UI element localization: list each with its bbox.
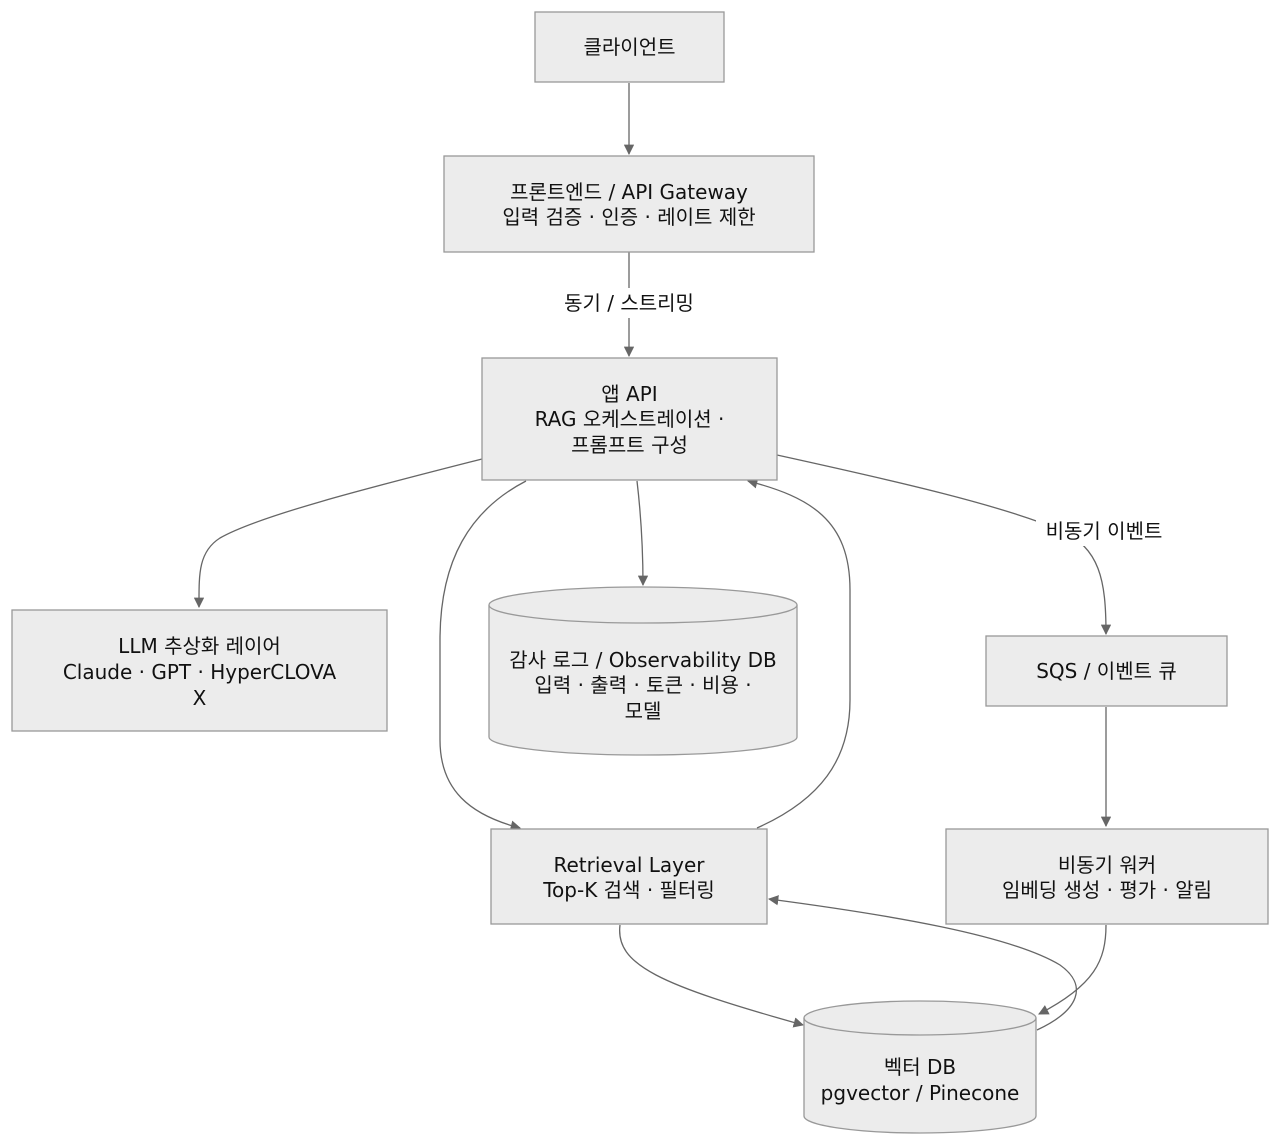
node-retrieval-line-1: Top-K 검색 · 필터링	[542, 878, 715, 902]
node-llm: LLM 추상화 레이어 Claude · GPT · HyperCLOVA X	[11, 609, 388, 732]
node-vector-db-cylinder-top	[803, 1000, 1037, 1036]
edge-label-async: 비동기 이벤트	[1036, 516, 1172, 546]
node-app-api-line-0: 앱 API	[601, 382, 657, 406]
edge-worker-vector-db	[1038, 924, 1107, 1015]
node-vector-db: 벡터 DB pgvector / Pinecone	[803, 1000, 1037, 1134]
node-vector-db-line-0: 벡터 DB	[884, 1055, 956, 1079]
edge-label-async-text: 비동기 이벤트	[1046, 519, 1163, 543]
node-worker: 비동기 워커 임베딩 생성 · 평가 · 알림	[945, 828, 1269, 925]
node-frontend: 프론트엔드 / API Gateway 입력 검증 · 인증 · 레이트 제한	[443, 155, 815, 253]
edges	[193, 83, 1112, 1031]
edge-retrieval-vector-db	[619, 924, 805, 1028]
node-audit-db-line-1: 입력 · 출력 · 토큰 · 비용 ·	[534, 673, 751, 697]
node-app-api: 앱 API RAG 오케스트레이션 · 프롬프트 구성	[481, 357, 778, 481]
node-retrieval-line-0: Retrieval Layer	[554, 853, 706, 877]
node-audit-db-cylinder-top	[488, 586, 798, 624]
node-client: 클라이언트	[534, 11, 725, 83]
node-frontend-line-0: 프론트엔드 / API Gateway	[510, 180, 748, 204]
node-app-api-line-2: 프롬프트 구성	[571, 433, 688, 457]
node-llm-line-0: LLM 추상화 레이어	[118, 634, 281, 658]
node-vector-db-line-1: pgvector / Pinecone	[821, 1081, 1020, 1105]
node-retrieval: Retrieval Layer Top-K 검색 · 필터링	[490, 828, 768, 925]
node-worker-line-0: 비동기 워커	[1058, 853, 1156, 877]
node-audit-db-cylinder	[488, 605, 798, 756]
edge-vector-db-retrieval	[767, 895, 1077, 1031]
node-llm-line-1: Claude · GPT · HyperCLOVA	[63, 660, 337, 684]
node-app-api-line-1: RAG 오케스트레이션 ·	[535, 407, 725, 431]
node-frontend-line-1: 입력 검증 · 인증 · 레이트 제한	[502, 205, 755, 229]
node-audit-db-line-0: 감사 로그 / Observability DB	[509, 648, 776, 672]
edge-app-api-llm	[193, 458, 483, 609]
node-audit-db: 감사 로그 / Observability DB 입력 · 출력 · 토큰 · …	[488, 586, 798, 756]
node-audit-db-line-2: 모델	[625, 699, 662, 723]
edge-app-api-audit-db	[636, 480, 649, 587]
node-llm-line-2: X	[193, 686, 207, 710]
edge-label-sync: 동기 / 스트리밍	[545, 288, 713, 318]
node-worker-line-1: 임베딩 생성 · 평가 · 알림	[1002, 878, 1212, 902]
edge-label-sync-text: 동기 / 스트리밍	[564, 291, 694, 315]
node-sqs-line-0: SQS / 이벤트 큐	[1036, 659, 1177, 683]
node-client-line-0: 클라이언트	[584, 35, 676, 59]
node-sqs: SQS / 이벤트 큐	[985, 635, 1228, 707]
edge-app-api-retrieval	[439, 480, 527, 831]
edge-retrieval-app-api	[746, 478, 851, 829]
node-vector-db-cylinder	[803, 1018, 1037, 1134]
